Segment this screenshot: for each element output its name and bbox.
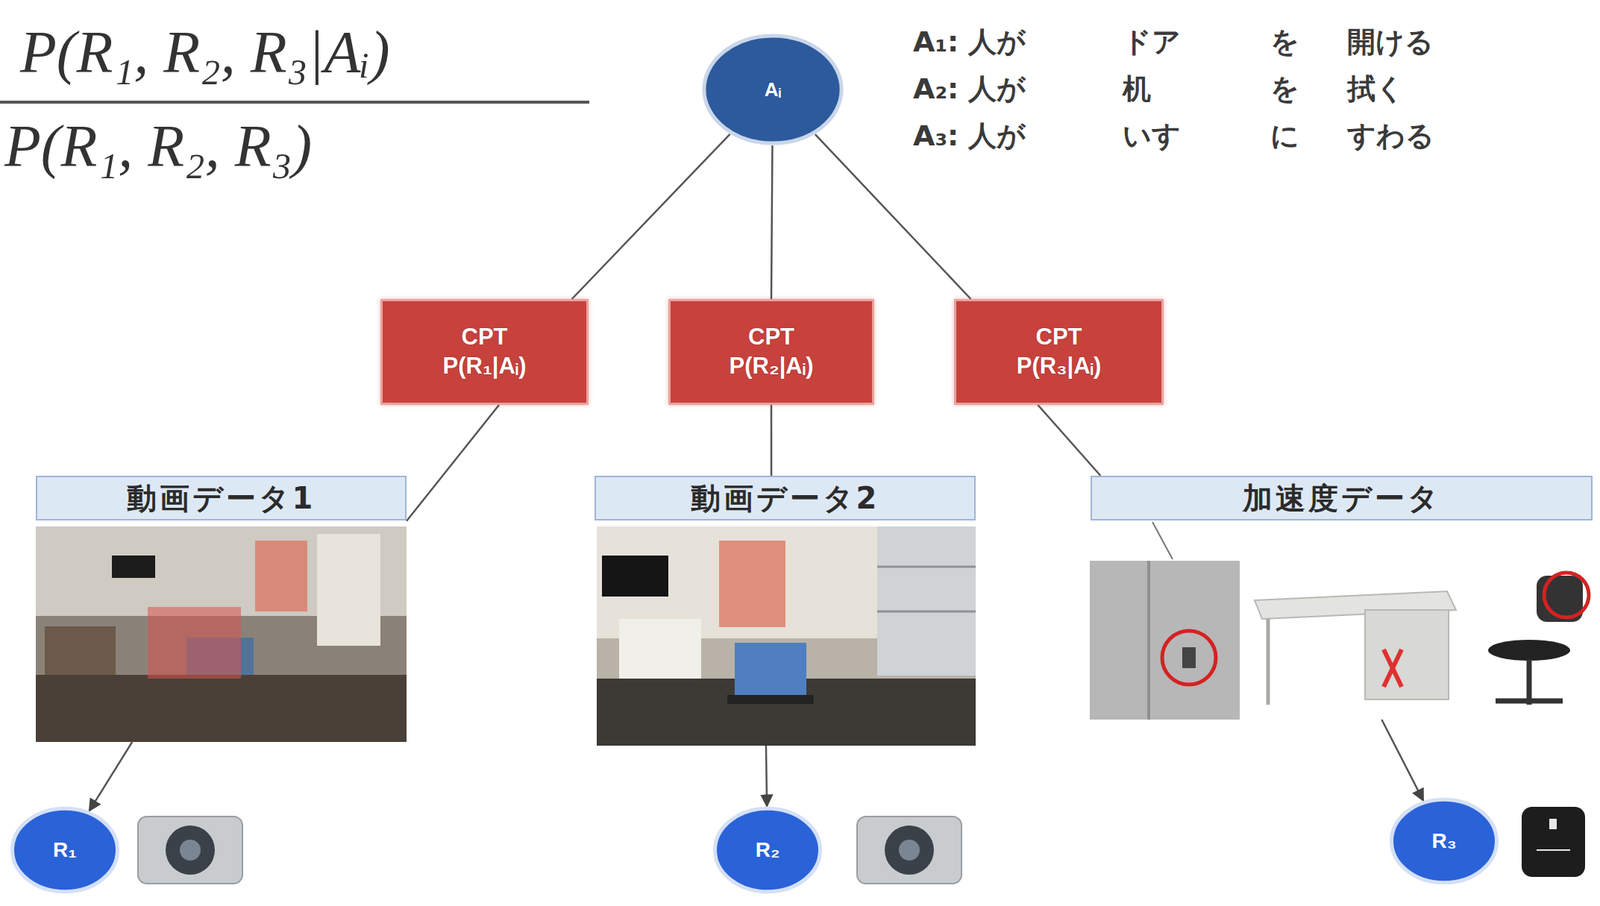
camera-icon xyxy=(857,816,962,884)
room-tv xyxy=(601,555,669,597)
accelerometer-icon xyxy=(1521,807,1586,878)
shelf-line xyxy=(877,610,976,614)
data-title: 加速度データ xyxy=(1242,481,1442,515)
room-tv xyxy=(111,555,156,579)
chair-base xyxy=(1526,689,1533,705)
activity-definition: いす xyxy=(1122,120,1181,153)
activity-definition: 開ける xyxy=(1347,26,1434,59)
connector xyxy=(572,134,731,300)
video-frame xyxy=(35,526,407,743)
data-band: 動画データ1 xyxy=(35,475,407,521)
data-source: 動画データ1 xyxy=(35,475,407,743)
accelerometer-mark xyxy=(1536,849,1571,852)
chair-post xyxy=(1526,659,1533,690)
sensor-mark xyxy=(1162,631,1216,685)
leader-line xyxy=(1152,522,1173,560)
observation-node: R₁ xyxy=(8,804,121,897)
cpt-text: P(R₃|Aᵢ) xyxy=(1016,352,1101,382)
camera-lens xyxy=(165,825,215,875)
node-ellipse xyxy=(704,35,842,144)
activity-definition: A₃: 人が xyxy=(913,120,1026,153)
room-poster xyxy=(255,540,308,612)
node-label: Aᵢ xyxy=(764,78,781,102)
connector xyxy=(406,405,500,522)
camera-lens xyxy=(898,839,920,861)
activity-definition: A₁: 人が xyxy=(913,26,1026,59)
connector xyxy=(1381,719,1424,802)
desk-drawer xyxy=(1365,610,1449,700)
observation-node: R₃ xyxy=(1388,795,1501,888)
data-source: 動画データ2 xyxy=(594,475,976,746)
connector xyxy=(766,745,767,807)
node-label: R₁ xyxy=(52,838,77,863)
connector xyxy=(771,145,773,300)
node-ellipse xyxy=(1391,799,1498,884)
door-frame xyxy=(1147,560,1151,720)
cpt-text: P(R₁|Aᵢ) xyxy=(443,352,527,382)
observation-node: R₂ xyxy=(711,804,824,897)
activity-definition: A₂: 人が xyxy=(913,73,1026,106)
laptop-base xyxy=(727,695,814,705)
cpt-text: CPT xyxy=(461,322,508,353)
data-title: 動画データ2 xyxy=(690,481,881,515)
camera-lens xyxy=(884,825,934,875)
activity-node: Aᵢ xyxy=(699,29,846,150)
connector xyxy=(1037,405,1101,476)
connector xyxy=(815,134,972,300)
connector xyxy=(770,405,773,476)
formula-denominator: P(R₁, R₂, R₃) xyxy=(4,116,312,177)
data-source: 加速度データ xyxy=(1090,475,1593,720)
activity-definition: を xyxy=(1270,26,1300,59)
door-picture xyxy=(1089,560,1240,720)
chair-seat xyxy=(1488,640,1571,661)
cpt-box: CPTP(R₂|Aᵢ) xyxy=(668,299,875,406)
cpt-box: CPTP(R₃|Aᵢ) xyxy=(954,299,1164,406)
node-label: R₃ xyxy=(1431,829,1457,854)
node-ellipse xyxy=(12,808,118,893)
laptop-screen xyxy=(734,642,807,696)
activity-definition: すわる xyxy=(1347,120,1435,153)
node-label: R₂ xyxy=(755,838,781,863)
sensor-dot xyxy=(1182,647,1196,669)
data-band: 加速度データ xyxy=(1090,475,1593,521)
no-sensor-mark xyxy=(1383,649,1402,687)
activity-definition: ドア xyxy=(1122,26,1181,59)
activity-definition: 机 xyxy=(1122,73,1151,106)
activity-definition: を xyxy=(1270,73,1300,106)
room-table xyxy=(35,675,407,743)
cpt-box: CPTP(R₁|Aᵢ) xyxy=(380,299,589,406)
camera-icon xyxy=(137,816,243,884)
accelerometer-mark xyxy=(1549,819,1557,830)
node-ellipse xyxy=(715,808,821,893)
cpt-text: CPT xyxy=(1036,322,1083,353)
formula-numerator: P(R₁, R₂, R₃|Aᵢ) xyxy=(20,22,391,83)
detection-box xyxy=(147,607,241,679)
data-band: 動画データ2 xyxy=(594,475,976,521)
cpt-text: P(R₂|Aᵢ) xyxy=(729,352,814,382)
no-sensor-mark xyxy=(1383,649,1402,687)
activity-definition: に xyxy=(1270,120,1300,153)
fraction-bar xyxy=(0,100,590,104)
data-title: 動画データ1 xyxy=(126,481,317,515)
video-frame xyxy=(596,526,976,746)
camera-lens xyxy=(179,839,201,861)
room-furniture xyxy=(44,626,116,679)
desk-leg xyxy=(1266,619,1271,705)
sensor-mark xyxy=(1544,572,1589,618)
room-poster xyxy=(719,540,786,628)
room-shelf xyxy=(317,534,381,646)
cpt-text: CPT xyxy=(748,322,795,353)
room-shelf xyxy=(877,526,976,676)
activity-definition: 拭く xyxy=(1347,73,1405,106)
shelf-line xyxy=(877,566,976,569)
connector xyxy=(89,742,133,811)
